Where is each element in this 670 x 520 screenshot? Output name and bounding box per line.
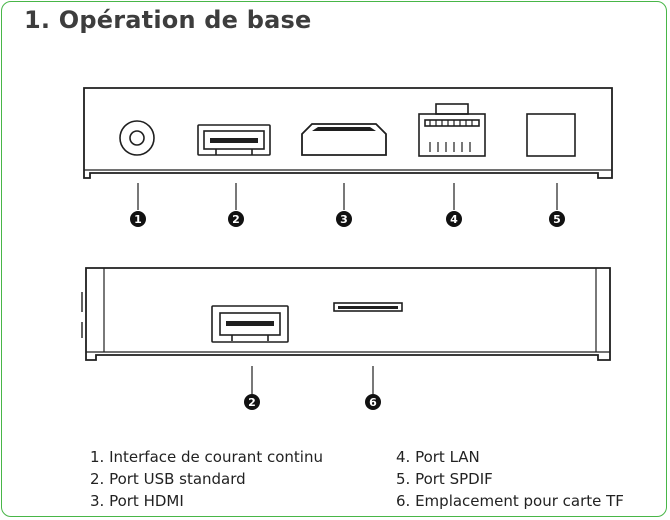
callout-6: 6 xyxy=(365,394,381,410)
callout-4: 4 xyxy=(446,211,462,227)
legend-item-1: 1. Interface de courant continu xyxy=(90,448,323,466)
callouts-side: 2 6 xyxy=(244,394,381,410)
callout-2-side: 2 xyxy=(244,394,260,410)
legend-left: 1. Interface de courant continu 2. Port … xyxy=(90,446,323,512)
spdif-port xyxy=(526,113,576,157)
leader-lines-front xyxy=(137,183,558,210)
page-title: 1. Opération de base xyxy=(24,6,312,34)
dc-jack xyxy=(119,120,155,156)
device-diagram: 1 2 3 4 5 xyxy=(81,87,613,410)
svg-text:6: 6 xyxy=(369,396,377,409)
front-panel xyxy=(83,87,613,210)
callout-5: 5 xyxy=(549,211,565,227)
tf-card-slot xyxy=(333,302,403,312)
callout-2: 2 xyxy=(228,211,244,227)
svg-text:4: 4 xyxy=(450,213,458,226)
legend-item-5: 5. Port SPDIF xyxy=(396,470,493,488)
legend-item-3: 3. Port HDMI xyxy=(90,492,184,510)
svg-text:3: 3 xyxy=(340,213,348,226)
legend-item-6: 6. Emplacement pour carte TF xyxy=(396,492,624,510)
usb-port-front xyxy=(197,124,271,156)
legend-right: 4. Port LAN 5. Port SPDIF 6. Emplacement… xyxy=(396,446,624,512)
svg-text:2: 2 xyxy=(232,213,240,226)
legend-item-2: 2. Port USB standard xyxy=(90,470,246,488)
leader-lines-side xyxy=(251,366,374,394)
callouts-front: 1 2 3 4 5 xyxy=(130,211,565,227)
legend-item-4: 4. Port LAN xyxy=(396,448,480,466)
svg-text:2: 2 xyxy=(248,396,256,409)
callout-1: 1 xyxy=(130,211,146,227)
callout-3: 3 xyxy=(336,211,352,227)
hdmi-port xyxy=(301,123,387,156)
svg-text:5: 5 xyxy=(553,213,561,226)
side-panel xyxy=(81,267,611,394)
lan-port xyxy=(418,103,486,157)
svg-text:1: 1 xyxy=(134,213,142,226)
usb-port-side xyxy=(211,305,289,343)
